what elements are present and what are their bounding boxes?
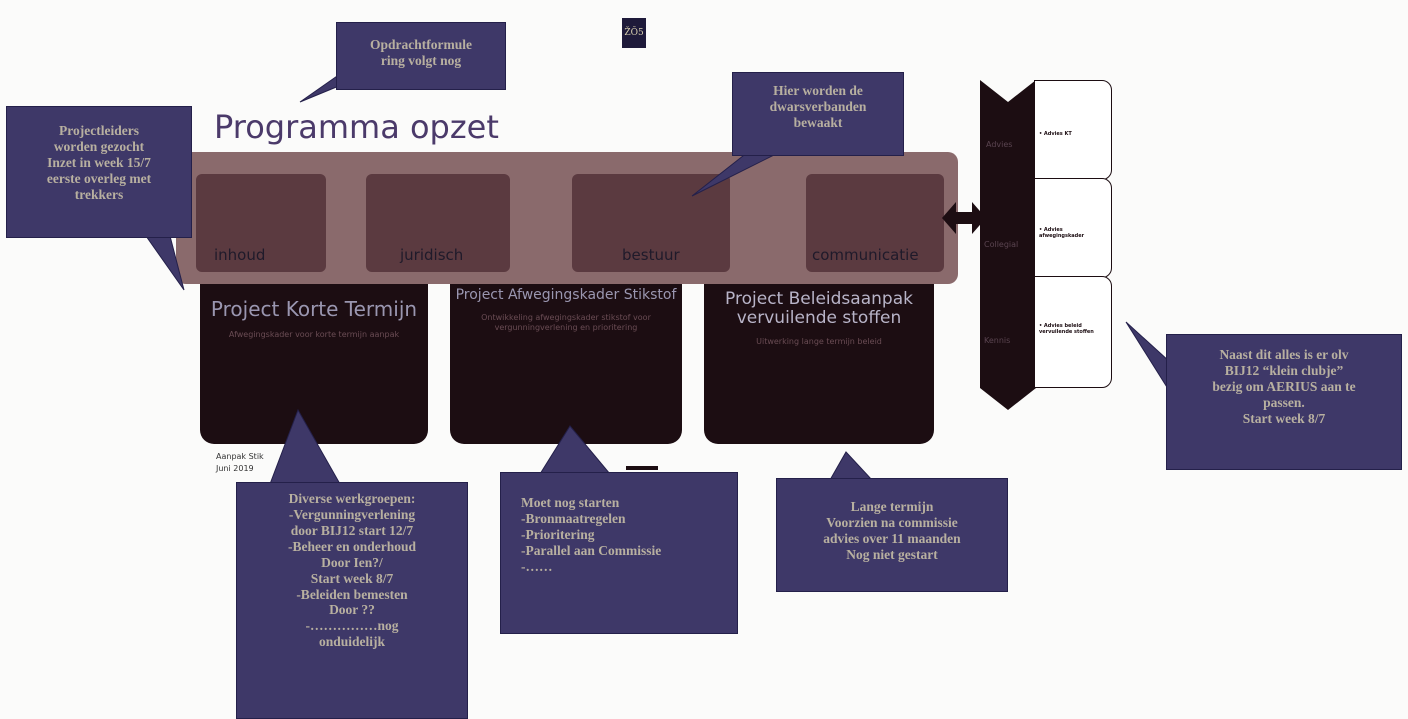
callout-dwarsverbanden: Hier worden de dwarsverbanden bewaakt: [732, 72, 904, 156]
callout-line: Opdrachtformule: [370, 37, 472, 52]
callout-line: Door Ien?/: [321, 554, 383, 570]
callout-line: Lange termijn: [850, 499, 934, 514]
side-label-advies: Advies: [986, 140, 1013, 149]
callout-line: worden gezocht: [53, 138, 145, 154]
callout-line: onduidelijk: [318, 634, 386, 650]
callout-line: -……: [521, 558, 553, 574]
callout-line: Diverse werkgroepen:: [288, 491, 416, 506]
callout-line: -Vergunningverlening: [288, 506, 416, 522]
callout-line: door BIJ12 start 12/7: [290, 522, 414, 538]
project-beleidsaanpak: Project Beleidsaanpak vervuilende stoffe…: [704, 284, 934, 444]
footer-line1: Aanpak Stik: [216, 452, 264, 461]
callout-line: Start week 8/7: [310, 570, 394, 586]
block-communicatie: communicatie: [806, 174, 944, 272]
side-box-text: • Advies KT: [1039, 131, 1072, 137]
block-label: communicatie: [812, 246, 919, 264]
logo: ŽŎ5: [622, 18, 646, 48]
double-arrow-icon: [942, 202, 986, 234]
callout-line: Start week 8/7: [1242, 410, 1326, 426]
project-subtitle: Afwegingskader voor korte termijn aanpak: [228, 330, 400, 339]
side-box-text: • Advies beleid vervuilende stoffen: [1039, 323, 1094, 335]
block-bestuur: bestuur: [572, 174, 730, 272]
callout-line: ring volgt nog: [380, 52, 462, 68]
block-juridisch: juridisch: [366, 174, 510, 272]
project-korte-termijn: Project Korte Termijn Afwegingskader voo…: [200, 284, 428, 444]
project-subtitle: Ontwikkeling afwegingskader stikstof voo…: [481, 313, 651, 332]
project-title: Project Korte Termijn: [210, 297, 418, 321]
callout-line: -Beleiden bemesten: [296, 586, 408, 602]
callout-line: dwarsverbanden: [769, 98, 867, 114]
slide-title: Programma opzet: [214, 108, 499, 146]
block-label: juridisch: [400, 246, 464, 264]
callout-line: trekkers: [74, 186, 124, 202]
callout-line: Hier worden de: [773, 83, 863, 98]
callout-line: -Bronmaatregelen: [521, 510, 626, 526]
project-afwegingskader: Project Afwegingskader Stikstof Ontwikke…: [450, 284, 682, 444]
footer-line2: Juni 2019: [216, 464, 254, 473]
callout-line: Nog niet gestart: [846, 546, 938, 562]
side-box-advies: • Advies KT: [1034, 80, 1112, 180]
callout-line: -Beheer en onderhoud: [287, 538, 416, 554]
callout-line: Moet nog starten: [521, 495, 620, 510]
callout-line: -……………nog: [305, 618, 399, 634]
block-label: bestuur: [622, 246, 680, 264]
callout-projectleiders: Projectleiders worden gezocht Inzet in w…: [6, 106, 192, 238]
side-box-afwegingskader: • Advies afwegingskader: [1034, 178, 1112, 278]
callout-lange: Lange termijn Voorzien na commissie advi…: [776, 478, 1008, 592]
callout-naast: Naast dit alles is er olv BIJ12 “klein c…: [1166, 334, 1402, 470]
callout-werkgroepen: Diverse werkgroepen: -Vergunningverlenin…: [236, 482, 468, 719]
side-chevron-bar: [980, 80, 1036, 410]
callout-line: bewaakt: [793, 114, 843, 130]
callout-line: Projectleiders: [59, 123, 139, 138]
callout-moet: Moet nog starten -Bronmaatregelen -Prior…: [500, 472, 738, 634]
callout-line: Naast dit alles is er olv: [1219, 347, 1349, 362]
project-title: Project Afwegingskader Stikstof: [455, 287, 677, 303]
side-label-collegial: Collegial: [984, 240, 1019, 249]
callout-line: Door ??: [329, 602, 375, 618]
callout-line: passen.: [1263, 394, 1305, 410]
divider-mark: [626, 466, 658, 470]
callout-opdracht: Opdrachtformule ring volgt nog: [336, 22, 506, 90]
callout-line: BIJ12 “klein clubje”: [1224, 362, 1344, 378]
block-inhoud: inhoud: [196, 174, 326, 272]
project-subtitle: Uitwerking lange termijn beleid: [756, 337, 882, 347]
callout-line: advies over 11 maanden: [823, 530, 961, 546]
callout-line: -Parallel aan Commissie: [521, 542, 662, 558]
project-title: Project Beleidsaanpak vervuilende stoffe…: [725, 289, 913, 328]
callout-line: bezig om AERIUS aan te: [1212, 378, 1356, 394]
callout-line: Voorzien na commissie: [826, 514, 958, 530]
side-box-text: • Advies afwegingskader: [1039, 227, 1085, 239]
callout-line: -Prioritering: [521, 526, 595, 542]
callout-line: eerste overleg met: [46, 170, 152, 186]
side-label-kennis: Kennis: [984, 336, 1011, 345]
callout-line: Inzet in week 15/7: [47, 154, 151, 170]
side-box-beleid: • Advies beleid vervuilende stoffen: [1034, 276, 1112, 388]
block-label: inhoud: [214, 246, 266, 264]
